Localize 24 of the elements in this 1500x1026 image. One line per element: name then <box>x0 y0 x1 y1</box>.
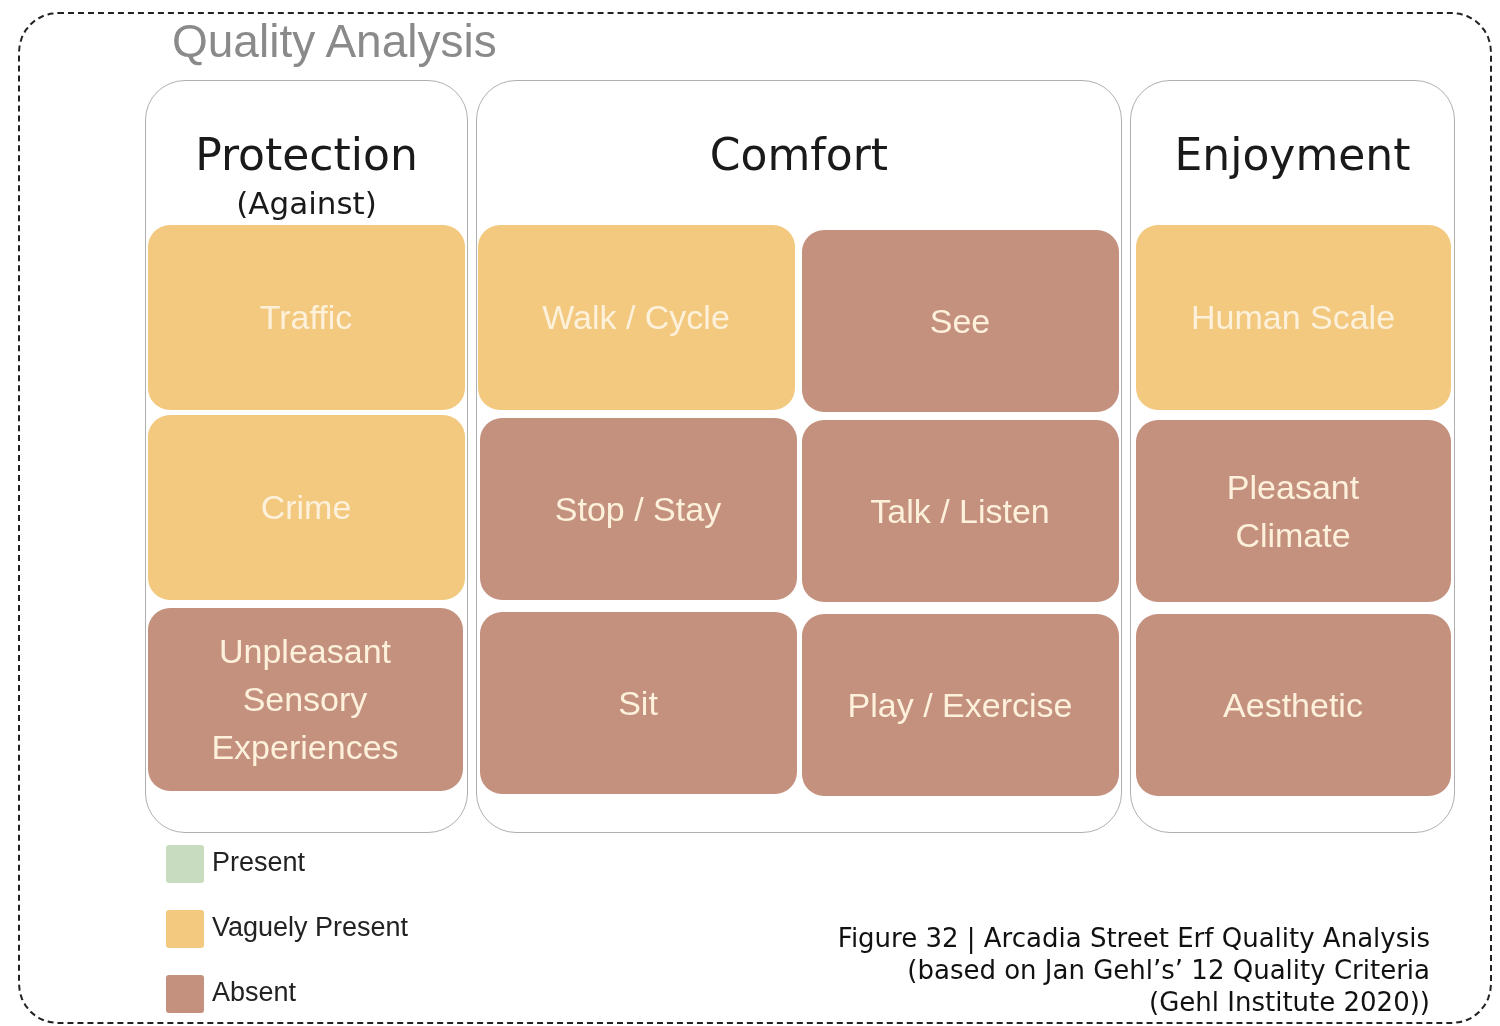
figure-caption: Figure 32 | Arcadia Street Erf Quality Analysis (based on Jan Gehl’s’ 12 Quality Criteria (Gehl Institute 2020)) <box>836 922 1430 1018</box>
criterion-tile: Stop / Stay <box>479 417 797 600</box>
category-panel <box>476 80 1122 833</box>
criterion-tile: See <box>801 229 1119 412</box>
criterion-tile: Play / Exercise <box>801 613 1119 796</box>
criterion-tile: Unpleasant Sensory Experiences <box>147 607 463 791</box>
diagram-title: Quality Analysis <box>172 14 497 68</box>
criterion-tile: Crime <box>147 414 465 600</box>
category-heading: Comfort <box>708 129 890 180</box>
category-subheading: (Against) <box>235 185 378 221</box>
legend-label: Present <box>212 847 306 878</box>
criterion-tile: Talk / Listen <box>801 419 1119 602</box>
criterion-tile: Human Scale <box>1135 224 1451 410</box>
legend-label: Vaguely Present <box>212 912 409 943</box>
criterion-tile: Sit <box>479 611 797 794</box>
criterion-tile: Traffic <box>147 224 465 410</box>
criterion-tile: Pleasant Climate <box>1135 419 1451 602</box>
category-panel <box>1130 80 1455 833</box>
category-panel <box>145 80 468 833</box>
category-heading: Protection <box>194 129 419 180</box>
criterion-tile: Walk / Cycle <box>477 224 795 410</box>
legend-label: Absent <box>212 977 297 1008</box>
category-heading: Enjoyment <box>1173 129 1412 180</box>
criterion-tile: Aesthetic <box>1135 613 1451 796</box>
